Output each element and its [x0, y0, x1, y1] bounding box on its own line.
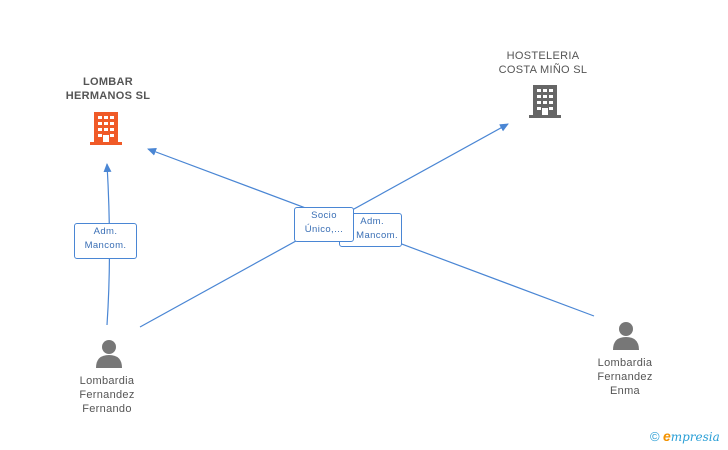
node-label-hosteleria: HOSTELERIA COSTA MIÑO SL: [470, 49, 616, 77]
node-label-hosteleria-line2: COSTA MIÑO SL: [498, 64, 588, 76]
copyright-symbol: ©: [650, 429, 660, 444]
building-icon[interactable]: [528, 83, 562, 119]
node-label-fernando: Lombardia Fernandez Fernando: [52, 374, 162, 416]
edge-label-adm-right-line1: Adm.: [360, 216, 384, 227]
person-icon[interactable]: [611, 320, 641, 350]
node-label-lombar-line2: HERMANOS SL: [65, 90, 151, 102]
edge-label-socio[interactable]: Socio Único,...: [294, 207, 354, 242]
edge-label-socio-line1: Socio: [311, 210, 337, 221]
node-label-enma-line3: Enma: [610, 385, 640, 397]
edge-label-adm-left-line1: Adm.: [93, 226, 118, 237]
edge-label-adm-right-line2: Mancom.: [356, 230, 398, 241]
node-label-enma-line1: Lombardia: [597, 357, 653, 369]
node-label-fernando-line3: Fernando: [82, 403, 132, 415]
node-label-enma-line2: Fernandez: [597, 371, 653, 383]
node-label-fernando-line1: Lombardia: [79, 375, 135, 387]
node-label-enma: Lombardia Fernandez Enma: [570, 356, 680, 398]
node-label-lombar-line1: LOMBAR: [82, 76, 134, 88]
brand-rest: mpresia: [670, 430, 720, 444]
node-label-fernando-line2: Fernandez: [79, 389, 135, 401]
empresia-logo[interactable]: © empresia: [650, 428, 720, 444]
node-label-hosteleria-line1: HOSTELERIA: [506, 50, 580, 62]
node-label-lombar: LOMBAR HERMANOS SL: [40, 75, 176, 103]
edge-label-adm-left-line2: Mancom.: [84, 240, 127, 251]
edge-label-socio-line2: Único,...: [304, 224, 344, 235]
brand-e: e: [662, 428, 671, 444]
edge-label-adm-left[interactable]: Adm. Mancom.: [74, 223, 137, 259]
building-icon[interactable]: [89, 110, 123, 146]
person-icon[interactable]: [94, 338, 124, 368]
